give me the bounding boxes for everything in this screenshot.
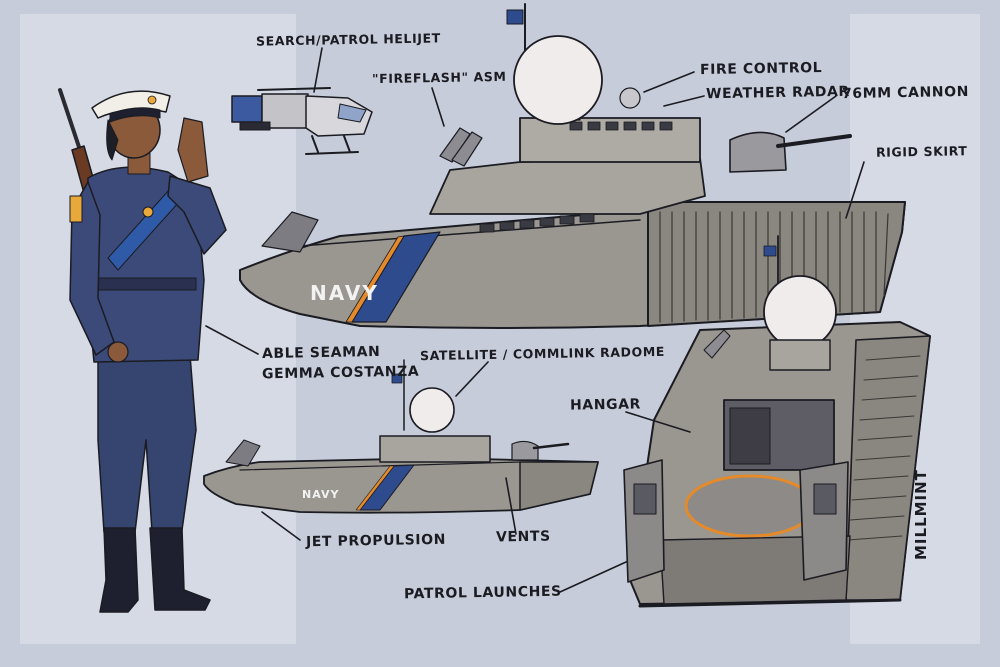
artist-signature: MILLMINT xyxy=(912,469,930,560)
label-seaman-name: GEMMA COSTANZA xyxy=(261,363,420,383)
label-patrol-launches: PATROL LAUNCHES xyxy=(403,583,562,603)
label-hangar: HANGAR xyxy=(569,396,642,414)
leader-lines xyxy=(205,47,865,593)
label-seaman-rank: ABLE SEAMAN xyxy=(261,343,381,363)
hull-marking: NAVY xyxy=(310,281,379,305)
bridge-windows xyxy=(479,121,673,233)
sailor-figure xyxy=(58,88,227,613)
helicopter-icon xyxy=(231,87,373,155)
flag-icon xyxy=(506,9,524,25)
label-fire-control: FIRE CONTROL xyxy=(699,59,823,79)
label-cannon: 76MM CANNON xyxy=(841,83,970,103)
label-rigid-skirt: RIGID SKIRT xyxy=(875,143,968,160)
label-asm: "FIREFLASH" ASM xyxy=(371,68,507,87)
label-jet-propulsion: JET PROPULSION xyxy=(305,531,447,551)
radome-icon xyxy=(513,35,603,125)
ship-small: NAVY xyxy=(203,359,599,514)
label-weather-radar: WEATHER RADAR xyxy=(705,83,851,103)
ship-rear-view xyxy=(623,235,931,608)
hull-marking-small: NAVY xyxy=(302,488,339,501)
label-vents: VENTS xyxy=(495,528,551,546)
ship-icon: NAVY xyxy=(239,3,906,329)
